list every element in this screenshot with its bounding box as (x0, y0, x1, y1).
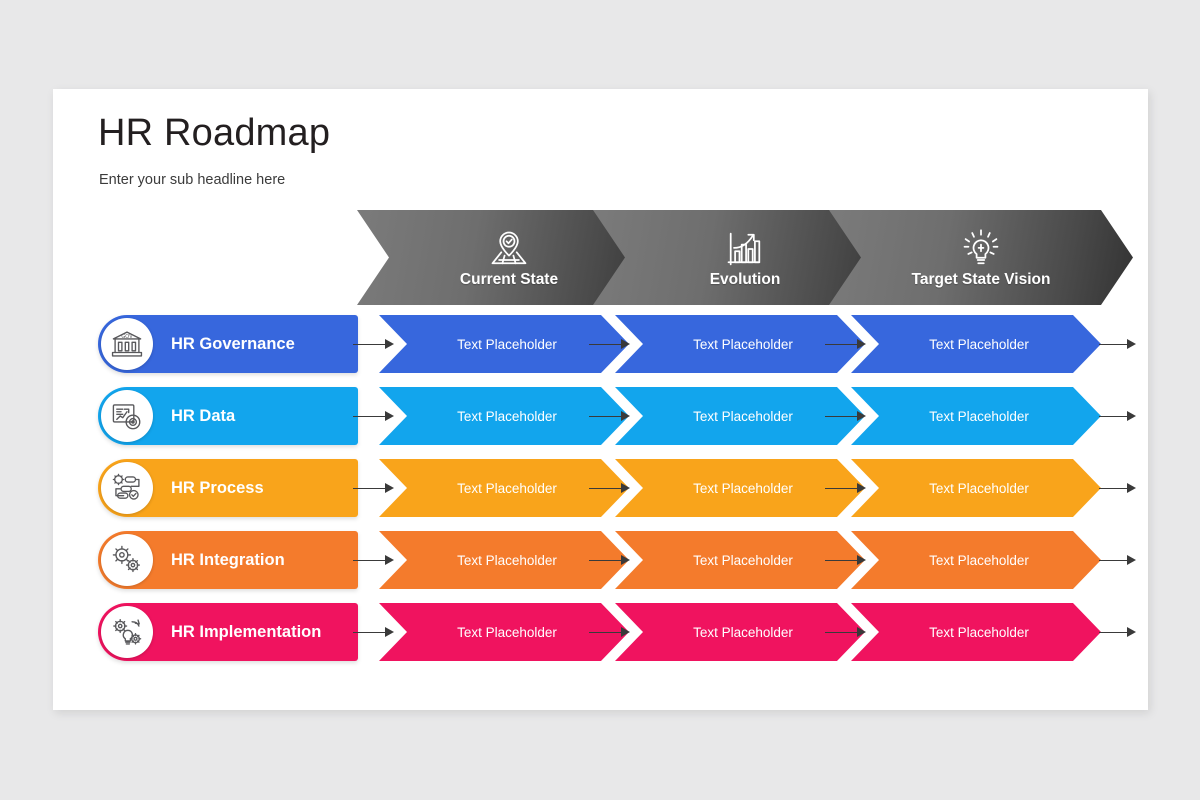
lightbulb-idea-icon (959, 227, 1003, 267)
connector-arrow-end (1099, 411, 1143, 421)
cell-text: Text Placeholder (457, 480, 557, 496)
cell-r3-c1[interactable]: Text Placeholder (379, 459, 629, 517)
stage-header-label: Target State Vision (911, 270, 1051, 288)
connector-arrow-end (1099, 483, 1143, 493)
cell-text: Text Placeholder (693, 408, 793, 424)
page-subtitle: Enter your sub headline here (99, 172, 286, 188)
cell-text: Text Placeholder (929, 336, 1029, 352)
gears-integration-icon (101, 534, 153, 586)
row-label-text: HR Process (171, 478, 264, 497)
stage-header-3[interactable]: Target State Vision (829, 210, 1133, 305)
row-label-text: HR Integration (171, 550, 285, 569)
cell-r4-c3[interactable]: Text Placeholder (851, 531, 1101, 589)
cell-r5-c2[interactable]: Text Placeholder (615, 603, 865, 661)
page-title: HR Roadmap (98, 112, 331, 154)
government-building-icon: GOV (101, 318, 153, 370)
cell-r2-c3[interactable]: Text Placeholder (851, 387, 1101, 445)
cell-text: Text Placeholder (693, 552, 793, 568)
connector-arrow (353, 555, 397, 565)
location-pin-map-icon (487, 227, 531, 267)
cell-text: Text Placeholder (457, 408, 557, 424)
connector-arrow (353, 483, 397, 493)
cell-r4-c2[interactable]: Text Placeholder (615, 531, 865, 589)
row-label-text: HR Governance (171, 334, 295, 353)
connector-arrow (353, 339, 397, 349)
cell-r3-c2[interactable]: Text Placeholder (615, 459, 865, 517)
cell-text: Text Placeholder (693, 480, 793, 496)
cell-text: Text Placeholder (693, 336, 793, 352)
cell-r1-c1[interactable]: Text Placeholder (379, 315, 629, 373)
cell-text: Text Placeholder (929, 480, 1029, 496)
cell-text: Text Placeholder (929, 552, 1029, 568)
data-analytics-chart-icon (101, 390, 153, 442)
cell-r2-c1[interactable]: Text Placeholder (379, 387, 629, 445)
row-label-5[interactable]: HR Implementation (98, 603, 358, 661)
gear-lightbulb-icon (101, 606, 153, 658)
cell-r5-c3[interactable]: Text Placeholder (851, 603, 1101, 661)
bar-chart-growth-icon (723, 227, 767, 267)
cell-text: Text Placeholder (693, 624, 793, 640)
connector-arrow (353, 411, 397, 421)
connector-arrow (353, 627, 397, 637)
cell-text: Text Placeholder (457, 624, 557, 640)
row-label-text: HR Implementation (171, 622, 322, 641)
row-label-text: HR Data (171, 406, 236, 425)
stage-header-label: Evolution (709, 270, 781, 288)
connector-arrow-end (1099, 627, 1143, 637)
cell-text: Text Placeholder (457, 552, 557, 568)
cell-text: Text Placeholder (929, 408, 1029, 424)
cell-r1-c2[interactable]: Text Placeholder (615, 315, 865, 373)
cell-text: Text Placeholder (929, 624, 1029, 640)
connector-arrow-end (1099, 339, 1143, 349)
row-label-1[interactable]: GOV HR Governance (98, 315, 358, 373)
row-label-4[interactable]: HR Integration (98, 531, 358, 589)
row-label-3[interactable]: HR Process (98, 459, 358, 517)
cell-r4-c1[interactable]: Text Placeholder (379, 531, 629, 589)
svg-text:GOV: GOV (121, 334, 133, 340)
row-label-2[interactable]: HR Data (98, 387, 358, 445)
cell-r3-c3[interactable]: Text Placeholder (851, 459, 1101, 517)
connector-arrow-end (1099, 555, 1143, 565)
cell-r5-c1[interactable]: Text Placeholder (379, 603, 629, 661)
process-flow-gear-icon (101, 462, 153, 514)
cell-r2-c2[interactable]: Text Placeholder (615, 387, 865, 445)
cell-r1-c3[interactable]: Text Placeholder (851, 315, 1101, 373)
slide-canvas: HR Roadmap Enter your sub headline here … (53, 89, 1148, 710)
stage-header-label: Current State (459, 270, 559, 288)
cell-text: Text Placeholder (457, 336, 557, 352)
